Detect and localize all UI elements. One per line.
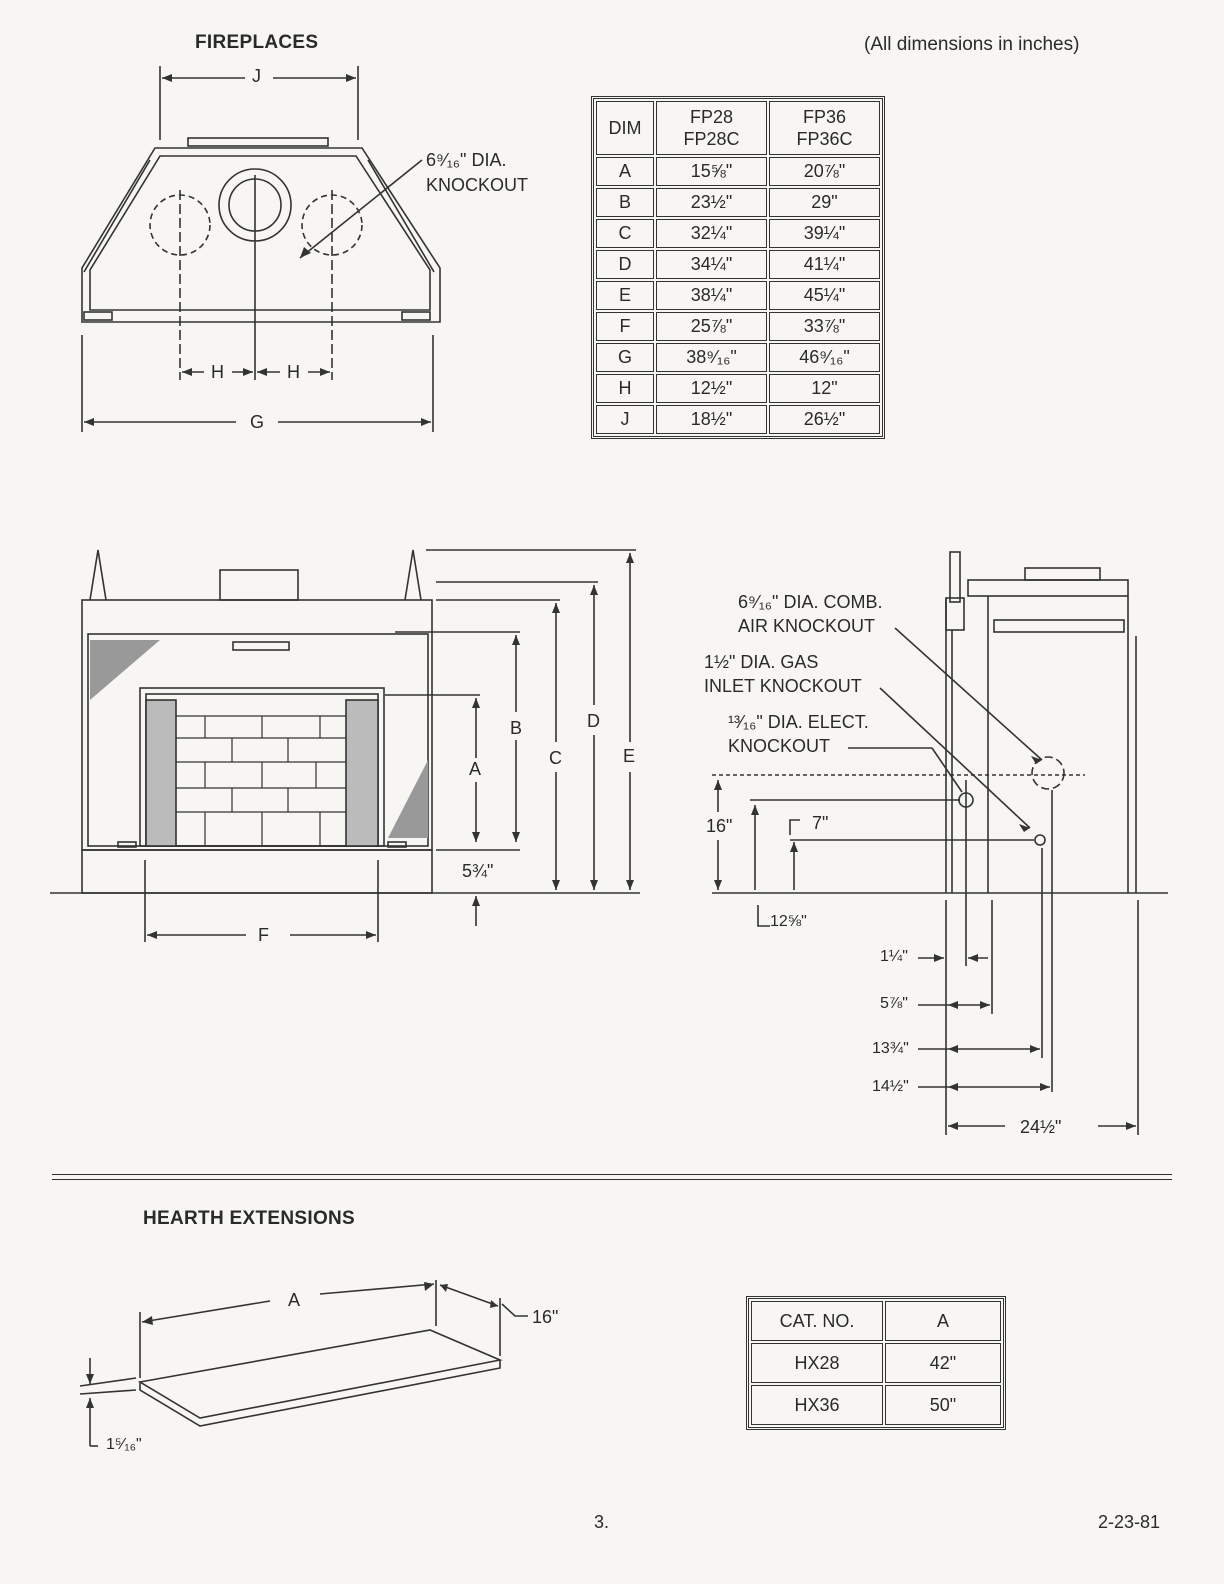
fp36-cell: 20⅞" [769, 157, 880, 186]
dim-cell: D [596, 250, 654, 279]
table-row: HX36 50" [751, 1385, 1001, 1425]
cat-header: CAT. NO. [751, 1301, 883, 1341]
dim-d-label: D [587, 711, 600, 731]
fp28-cell: 18½" [656, 405, 767, 434]
dim-cell: G [596, 343, 654, 372]
fp28-cell: 12½" [656, 374, 767, 403]
front-view-drawing [81, 66, 441, 432]
dim-b-label: B [510, 718, 523, 738]
dim-a-label: A [469, 759, 482, 779]
dim-c-label: C [549, 748, 562, 768]
knockout-label-line2: KNOCKOUT [426, 175, 529, 195]
depth-label: 24½" [1020, 1117, 1062, 1137]
a-cell: 50" [885, 1385, 1001, 1425]
offset-3-label: 13¾" [872, 1040, 909, 1057]
fp36-cell: 39¼" [769, 219, 880, 248]
offset-1-label: 1¼" [880, 948, 908, 965]
fp36-cell: 46⁹⁄₁₆" [769, 343, 880, 372]
cat-cell: HX28 [751, 1343, 883, 1383]
offset-4-label: 14½" [872, 1078, 909, 1095]
elect-label-line1: ¹³⁄₁₆" DIA. ELECT. [728, 712, 869, 732]
fp28-cell: 38¼" [656, 281, 767, 310]
knockout-label-line1: 6⁹⁄₁₆" DIA. [426, 150, 507, 170]
a-header: A [885, 1301, 1001, 1341]
hearth-dim-a-label: A [288, 1290, 301, 1310]
table-header-dim: DIM [596, 101, 654, 155]
dim-cell: A [596, 157, 654, 186]
fp36-cell: 33⅞" [769, 312, 880, 341]
side-view-drawing [712, 551, 1168, 1135]
section-title-hearth: HEARTH EXTENSIONS [143, 1208, 356, 1229]
units-note: (All dimensions in inches) [864, 34, 1080, 55]
dim-cell: H [596, 374, 654, 403]
dim-h-label-right: H [287, 362, 300, 382]
dim-g-label: G [250, 412, 265, 432]
hearth-drawing [79, 1280, 528, 1447]
section-divider [52, 1174, 1172, 1175]
gas-inlet-label-line2: INLET KNOCKOUT [704, 676, 862, 696]
hearth-thickness-label: 1⁵⁄₁₆" [106, 1436, 142, 1453]
comb-air-label-line2: AIR KNOCKOUT [738, 616, 876, 636]
a-cell: 42" [885, 1343, 1001, 1383]
document-date: 2-23-81 [1098, 1512, 1161, 1532]
table-header-fp28: FP28 FP28C [656, 101, 767, 155]
dim-cell: B [596, 188, 654, 217]
dim-f-label: F [258, 925, 269, 945]
fp36-cell: 45¼" [769, 281, 880, 310]
fp28-cell: 32¼" [656, 219, 767, 248]
hearth-width-label: 16" [532, 1307, 559, 1327]
fp28-cell: 23½" [656, 188, 767, 217]
fp28-cell: 25⅞" [656, 312, 767, 341]
table-row: HX28 42" [751, 1343, 1001, 1383]
fp36-cell: 29" [769, 188, 880, 217]
dim-e-label: E [623, 746, 636, 766]
section-title-fireplaces: FIREPLACES [195, 32, 319, 53]
dim-cell: E [596, 281, 654, 310]
hearth-catalog-table: CAT. NO. A HX28 42" HX36 50" [746, 1296, 1006, 1430]
base-height-label: 5¾" [462, 861, 494, 881]
height-16-label: 16" [706, 816, 733, 836]
height-12-label: 12⅝" [770, 913, 807, 930]
dim-cell: F [596, 312, 654, 341]
gas-inlet-label-line1: 1½" DIA. GAS [704, 652, 819, 672]
dim-h-label-left: H [211, 362, 224, 382]
elevation-drawing [50, 549, 640, 942]
offset-2-label: 5⅞" [880, 995, 908, 1012]
section-divider-second [52, 1179, 1172, 1180]
height-7-label: 7" [812, 813, 829, 833]
cat-cell: HX36 [751, 1385, 883, 1425]
table-header-fp36: FP36 FP36C [769, 101, 880, 155]
fp28-cell: 34¼" [656, 250, 767, 279]
elect-label-line2: KNOCKOUT [728, 736, 831, 756]
fp28-cell: 38⁹⁄₁₆" [656, 343, 767, 372]
dim-cell: J [596, 405, 654, 434]
fp28-cell: 15⅝" [656, 157, 767, 186]
dim-cell: C [596, 219, 654, 248]
page-number: 3. [594, 1512, 610, 1532]
fp36-cell: 41¼" [769, 250, 880, 279]
comb-air-label-line1: 6⁹⁄₁₆" DIA. COMB. [738, 592, 883, 612]
fp36-cell: 12" [769, 374, 880, 403]
dim-j-label: J [252, 66, 261, 86]
fp36-cell: 26½" [769, 405, 880, 434]
